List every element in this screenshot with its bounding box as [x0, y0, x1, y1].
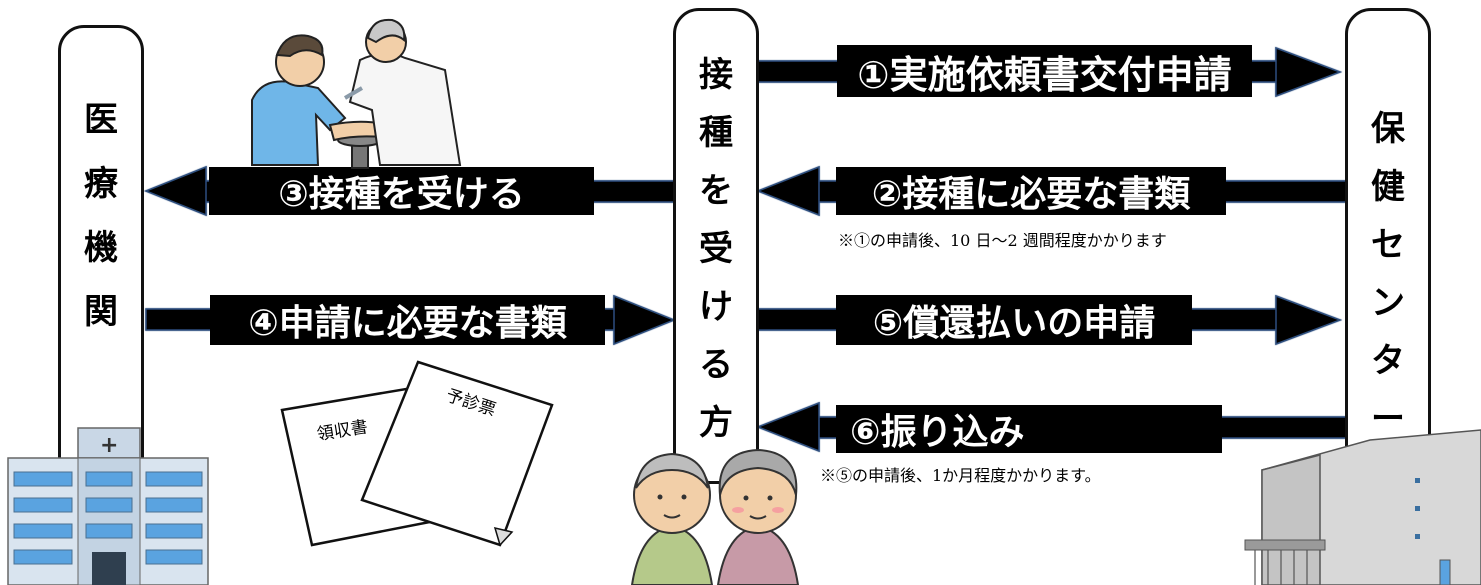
- medical-char: 関: [84, 292, 118, 332]
- step6-label: ⑥振り込み: [836, 405, 1222, 453]
- health-center-char: セ: [1371, 225, 1405, 265]
- pillar-health-center: [1345, 8, 1431, 474]
- recipient-char: を: [699, 171, 733, 211]
- health-center-char: ー: [1371, 399, 1405, 439]
- step3-label: ③接種を受ける: [209, 167, 594, 215]
- step1-label: ①実施依頼書交付申請: [837, 45, 1252, 97]
- medical-char: 機: [84, 228, 118, 268]
- health-center-char: 保: [1371, 109, 1405, 149]
- recipient-char: 種: [699, 113, 733, 153]
- recipient-char: る: [699, 345, 733, 385]
- pillar-medical-institution: [58, 25, 144, 501]
- recipient-label: 接 種 を 受 け る 方: [673, 46, 759, 452]
- health-center-label: 保 健 セ ン タ ー: [1345, 100, 1431, 448]
- recipient-char: 接: [699, 55, 733, 95]
- recipient-char: 方: [699, 403, 733, 443]
- medical-char: 医: [84, 100, 118, 140]
- step1-duration-note: ※①の申請後、10 日～2 週間程度かかります: [838, 231, 1167, 250]
- recipient-char: け: [699, 287, 733, 327]
- health-center-char: タ: [1371, 341, 1405, 381]
- medical-institution-label: 医 療 機 関: [58, 88, 144, 344]
- recipient-char: 受: [699, 229, 733, 269]
- medical-char: 療: [84, 164, 118, 204]
- step5-label: ⑤償還払いの申請: [836, 295, 1192, 345]
- step2-label: ②接種に必要な書類: [836, 167, 1226, 215]
- pillar-recipient: [673, 8, 759, 484]
- health-center-char: 健: [1371, 167, 1405, 207]
- step5-duration-note: ※⑤の申請後、1か月程度かかります。: [820, 466, 1101, 485]
- step4-label: ④申請に必要な書類: [210, 295, 605, 345]
- health-center-char: ン: [1371, 283, 1405, 323]
